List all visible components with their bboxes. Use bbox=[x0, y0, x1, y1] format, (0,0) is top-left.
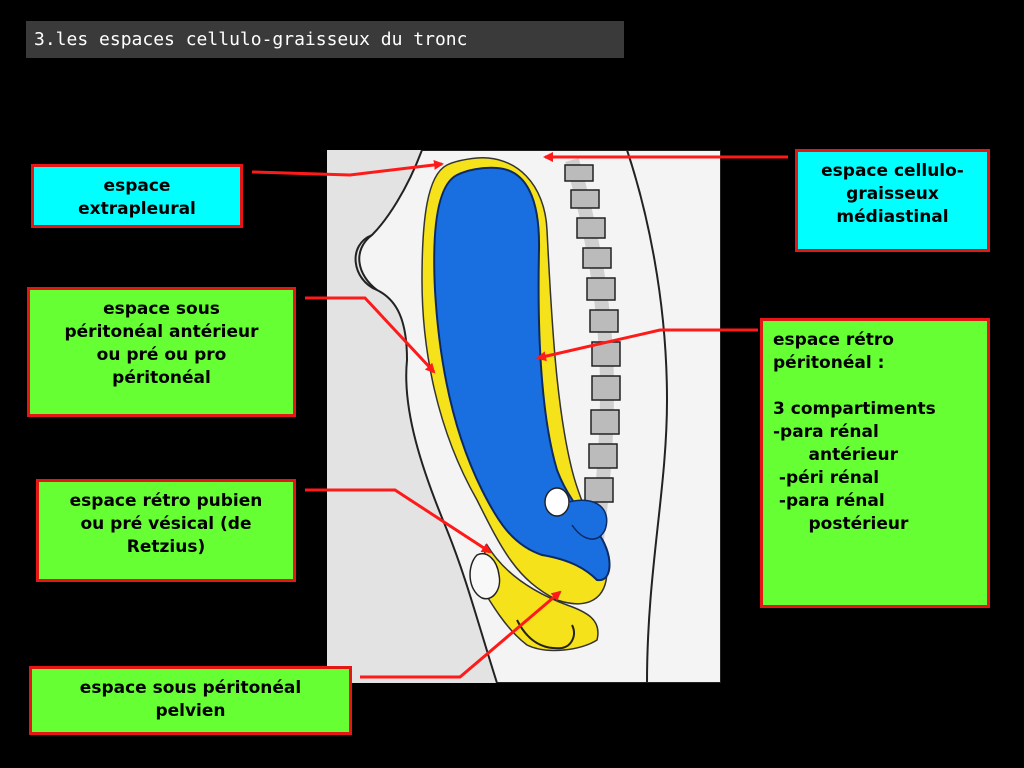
label-line: espace bbox=[103, 176, 171, 196]
label-line: espace rétro pubien bbox=[69, 491, 263, 511]
label-line: pelvien bbox=[155, 701, 226, 721]
label-line: antérieur bbox=[773, 445, 898, 465]
label-line: espace sous péritonéal bbox=[79, 678, 302, 698]
label-line: médiastinal bbox=[836, 207, 949, 227]
label-retro-pubien: espace rétro pubien ou pré vésical (de R… bbox=[36, 479, 296, 582]
label-line: extrapleural bbox=[78, 199, 196, 219]
label-line: espace sous bbox=[103, 299, 220, 319]
label-mediastinal: espace cellulo- graisseux médiastinal bbox=[795, 149, 990, 252]
anatomy-figure bbox=[327, 150, 721, 683]
label-line: Retzius) bbox=[126, 537, 206, 557]
label-line: ou pré ou pro bbox=[96, 345, 227, 365]
label-extrapleural: espace extrapleural bbox=[31, 164, 243, 228]
label-line: postérieur bbox=[773, 514, 909, 534]
label-line: -péri rénal bbox=[773, 468, 880, 488]
breast-outline bbox=[354, 234, 378, 291]
label-line: péritonéal antérieur bbox=[64, 322, 259, 342]
label-line bbox=[773, 375, 987, 398]
label-line: péritonéal : bbox=[773, 353, 885, 373]
label-sous-peritoneal-anterieur: espace sous péritonéal antérieur ou pré … bbox=[27, 287, 296, 417]
label-line: espace cellulo- bbox=[821, 161, 964, 181]
label-retro-peritoneal: espace rétro péritonéal : 3 compartiment… bbox=[760, 318, 990, 608]
peritoneal-cavity bbox=[433, 166, 611, 582]
label-line: péritonéal bbox=[112, 368, 211, 388]
label-line: -para rénal bbox=[773, 422, 879, 442]
label-line: espace rétro bbox=[773, 330, 894, 350]
slide-title: 3.les espaces cellulo-graisseux du tronc bbox=[26, 21, 624, 58]
back-outline bbox=[626, 150, 669, 683]
bowel-loop bbox=[544, 487, 608, 540]
label-line: -para rénal bbox=[773, 491, 885, 511]
label-line: 3 compartiments bbox=[773, 399, 936, 419]
label-line: ou pré vésical (de bbox=[80, 514, 252, 534]
sagittal-trunk-illustration bbox=[354, 150, 721, 683]
label-sous-peritoneal-pelvien: espace sous péritonéal pelvien bbox=[29, 666, 352, 735]
label-line: graisseux bbox=[846, 184, 939, 204]
